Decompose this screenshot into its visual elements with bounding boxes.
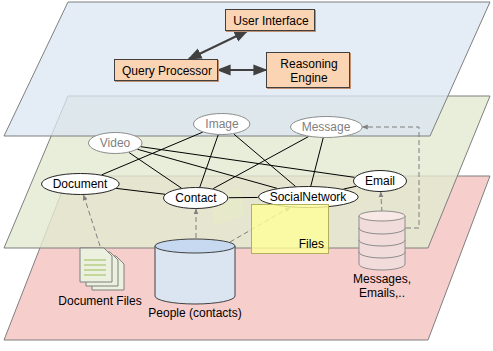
node-label: Document — [53, 177, 108, 191]
files-box: Files — [251, 204, 329, 254]
document-icon: Document Files — [58, 246, 141, 308]
node-label: Contact — [175, 191, 216, 205]
relation-line — [129, 152, 182, 188]
entity-ellipse: Image — [193, 113, 250, 135]
node-label: Video — [100, 136, 130, 150]
mapping-arrow — [381, 192, 382, 212]
relation-line — [343, 186, 356, 189]
node-label: Reasoning Engine — [274, 57, 344, 85]
node-label: Email — [365, 174, 395, 188]
relation-line — [116, 188, 165, 194]
relation-line — [229, 197, 258, 198]
component-box: Query Processor — [114, 59, 218, 81]
flow-arrow — [218, 69, 266, 71]
component-box: User Interface — [225, 9, 314, 31]
relation-line — [200, 135, 218, 187]
node-label: Message — [302, 120, 351, 134]
flow-arrow — [189, 31, 247, 59]
node-label: Image — [205, 117, 238, 131]
node-label: Messages, Emails,.. — [351, 272, 413, 300]
node-graphic — [358, 212, 406, 270]
application-plane — [4, 2, 490, 136]
relation-line — [311, 138, 323, 186]
node-graphic — [78, 246, 122, 292]
entity-ellipse: Contact — [163, 187, 228, 209]
node-label: Query Processor — [122, 64, 210, 78]
entity-ellipse: Message — [290, 116, 363, 138]
mapping-arrow — [195, 209, 196, 238]
relation-line — [234, 134, 296, 186]
node-label: User Interface — [233, 14, 306, 28]
database-cylinder: People (contacts) — [148, 238, 241, 320]
entity-ellipse: Document — [41, 173, 120, 195]
relation-line — [141, 147, 355, 178]
node-label: Document Files — [58, 294, 141, 308]
node-label: Files — [299, 237, 324, 251]
entity-ellipse: Video — [88, 132, 142, 154]
database-cylinder: Messages, Emails,.. — [351, 212, 413, 300]
node-label: SocialNetwork — [270, 190, 347, 204]
node-graphic — [154, 238, 236, 304]
mapping-arrow — [84, 195, 100, 246]
node-label: People (contacts) — [148, 306, 241, 320]
component-box: Reasoning Engine — [266, 52, 350, 88]
entity-ellipse: Email — [353, 170, 407, 192]
relation-line — [213, 137, 308, 189]
relation-line — [137, 149, 277, 188]
